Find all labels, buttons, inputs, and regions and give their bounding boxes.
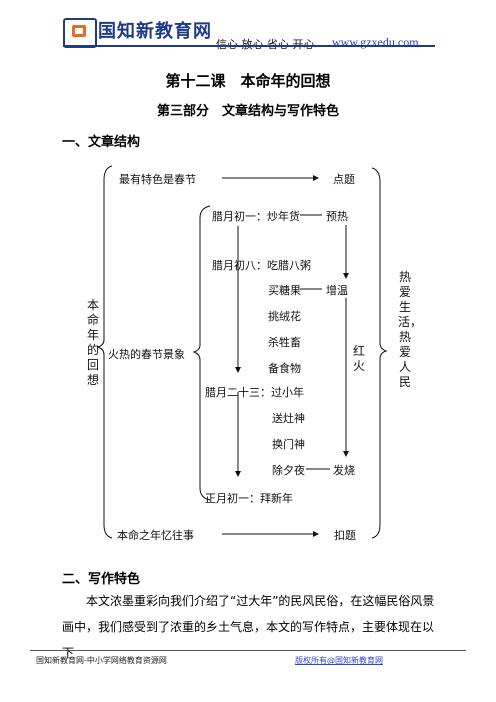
node-fashao: 发烧: [333, 464, 355, 477]
footer-rule: [30, 650, 466, 651]
node-chuxi: 除夕夜: [272, 464, 305, 477]
node-middle: 火热的春节景象: [108, 348, 185, 361]
right-brace: [371, 167, 388, 539]
node-right-vertical: 热爱生活，热爱人民: [398, 270, 423, 389]
footer-left-text: 国知新教育网-中小学网络教育资源网: [36, 656, 167, 665]
node-top-left: 最有特色是春节: [119, 173, 196, 186]
header-rule: [63, 45, 435, 47]
node-red-fire: 红火: [352, 344, 365, 373]
middle-brace: [192, 205, 211, 501]
node-sha: 杀牲畜: [268, 336, 301, 349]
node-la1: 腊月初一：炒年货: [212, 210, 300, 223]
node-zengwen: 增温: [326, 284, 348, 297]
logo-mark-icon: [72, 25, 86, 37]
header-slogan: 信心 放心 省心 开心: [216, 36, 315, 52]
footer-copyright-link[interactable]: 版权所有@国知新教育网: [295, 656, 383, 665]
logo-text: 国知新教育网: [98, 21, 212, 42]
node-la8: 腊月初八：吃腊八粥: [212, 259, 311, 272]
page-subtitle: 第三部分 文章结构与写作特色: [156, 104, 339, 119]
node-rong: 挑绒花: [268, 310, 301, 323]
node-zheng1: 正月初一：拜新年: [205, 492, 293, 505]
node-men: 换门神: [272, 438, 305, 451]
node-yure: 预热: [326, 210, 348, 223]
diagram-root: 本命年的回想: [86, 298, 99, 387]
page-title: 第十二课 本命年的回想: [165, 72, 331, 90]
node-top-right: 点题: [333, 173, 355, 186]
site-logo: [63, 18, 97, 48]
root-brace: [96, 165, 113, 539]
node-zao: 送灶神: [272, 412, 305, 425]
node-la23: 腊月二十三：过小年: [205, 386, 304, 399]
section-heading-structure: 一、文章结构: [62, 135, 141, 150]
node-bei: 备食物: [268, 362, 301, 375]
node-tang: 买糖果: [268, 284, 301, 297]
body-paragraph: 本文浓墨重彩向我们介绍了“过大年”的民风民俗，在这幅民俗风景画中，我们感受到了浓…: [62, 594, 435, 660]
node-bottom-left: 本命之年忆往事: [117, 529, 194, 542]
section-heading-features: 二、写作特色: [62, 572, 141, 587]
node-bottom-right: 扣题: [334, 529, 356, 542]
